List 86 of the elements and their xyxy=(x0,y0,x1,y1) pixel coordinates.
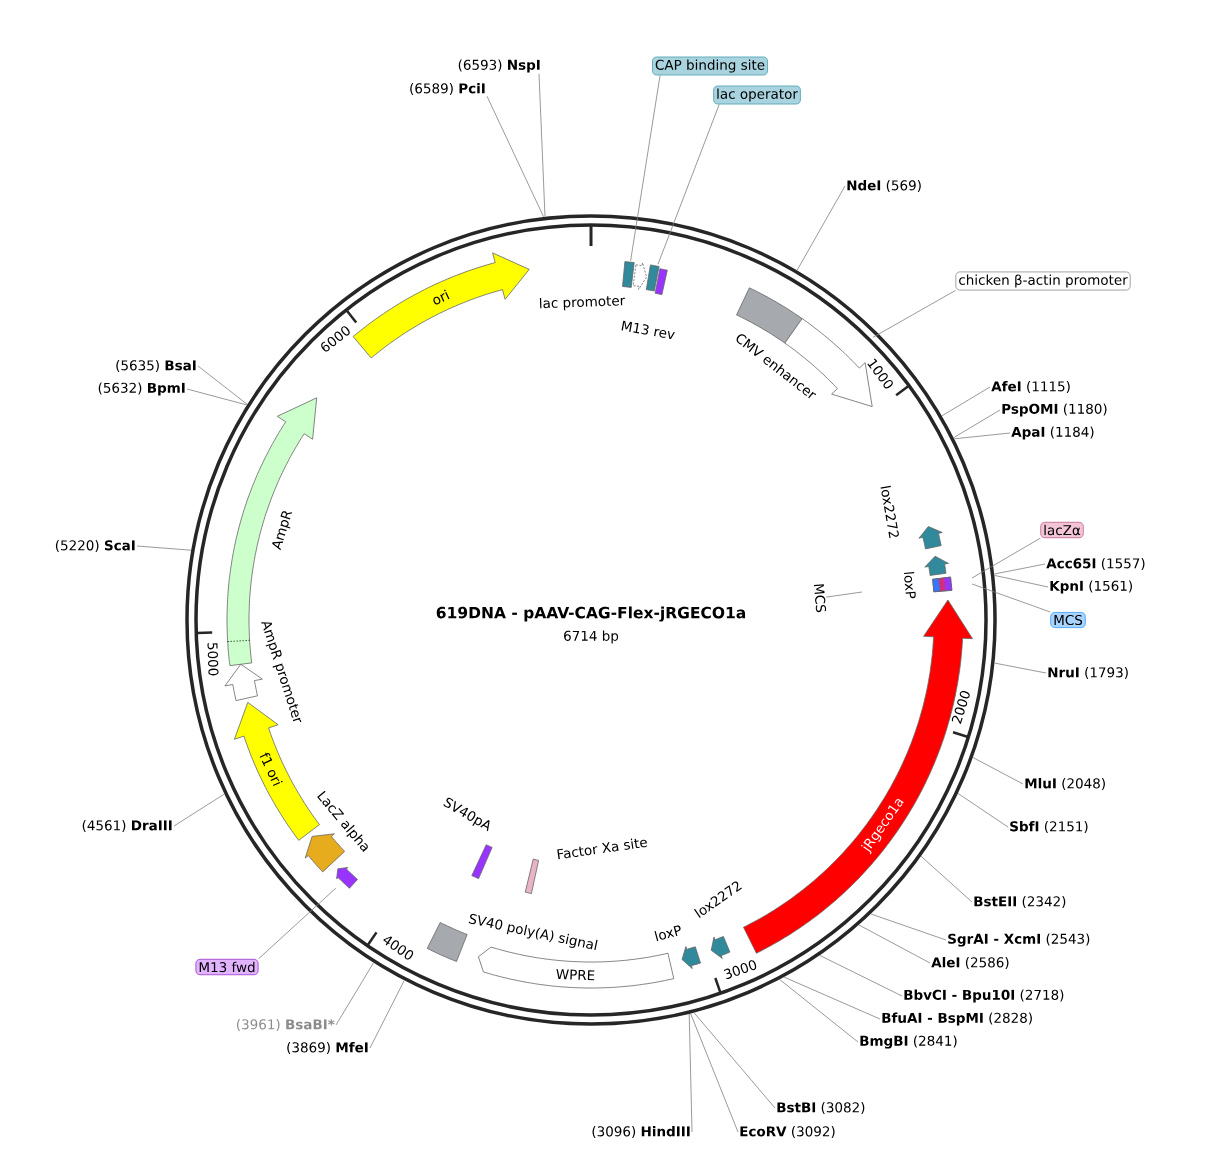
site-label: MluI (2048) xyxy=(1025,778,1105,791)
feature-label: lox2272 xyxy=(880,485,899,539)
feature-label: AmpR xyxy=(272,511,293,551)
site-label: EcoRV (3092) xyxy=(740,1126,835,1139)
leader-line xyxy=(994,575,1049,588)
leader-line xyxy=(486,95,544,218)
feature-label: Factor Xa site xyxy=(557,838,648,860)
leader-line xyxy=(186,388,248,406)
tick-label: 3000 xyxy=(723,960,757,980)
feature-tag: chicken β-actin promoter xyxy=(955,271,1131,291)
site-label: KpnI (1561) xyxy=(1050,580,1132,594)
feature-segment xyxy=(336,867,358,889)
leader-line xyxy=(136,545,192,551)
leader-line xyxy=(858,924,931,964)
site-label: (6593) NspI xyxy=(458,59,540,73)
leader-line xyxy=(779,979,859,1043)
leader-line xyxy=(920,855,973,903)
leader-line xyxy=(957,793,1009,828)
leader-line xyxy=(783,976,881,1020)
leader-line xyxy=(819,955,903,997)
feature-label: loxP xyxy=(903,572,916,599)
site-label: Acc65I (1557) xyxy=(1046,558,1145,571)
leader-line xyxy=(630,75,661,262)
feature-tag: lac operator xyxy=(713,85,801,105)
title: 619DNA - pAAV-CAG-Flex-jRGECO1a xyxy=(436,606,746,622)
leader-line xyxy=(953,409,1001,438)
feature-label: f1 ori xyxy=(259,752,283,787)
feature-segment xyxy=(710,936,731,959)
leader-line xyxy=(994,563,1046,575)
feature-tag: M13 fwd xyxy=(195,958,259,976)
leader-line xyxy=(941,386,991,417)
site-label: (6589) PciI xyxy=(410,83,485,96)
leader-line xyxy=(538,73,546,217)
site-label: (3096) HindIII xyxy=(592,1126,690,1139)
site-label: (3869) MfeI xyxy=(287,1042,368,1055)
site-label: BbvCI - Bpu10I (2718) xyxy=(904,989,1064,1003)
feature-tag: CAP binding site xyxy=(652,56,768,76)
site-label: (5632) BpmI xyxy=(98,382,185,396)
leader-line xyxy=(693,1012,776,1109)
feature-label: ori xyxy=(433,289,450,305)
site-label: AleI (2586) xyxy=(931,957,1009,970)
leader-line xyxy=(994,662,1047,674)
site-label: (3961) BsaBI* xyxy=(237,1019,335,1032)
tick-label: 2000 xyxy=(951,691,970,724)
leader-line xyxy=(796,185,846,271)
site-label: (4561) DraIII xyxy=(82,820,172,833)
site-label: NdeI (569) xyxy=(847,180,921,193)
leader-line xyxy=(972,757,1024,785)
site-label: PspOMI (1180) xyxy=(1002,403,1107,417)
site-label: BfuAI - BspMI (2828) xyxy=(882,1012,1032,1026)
feature-label: WPRE xyxy=(556,969,595,981)
leader-line xyxy=(971,537,1041,579)
feature-label: MCS xyxy=(813,584,827,613)
leader-line xyxy=(953,432,1011,440)
leader-line xyxy=(825,591,863,598)
leader-line xyxy=(688,1013,693,1133)
leader-line xyxy=(657,104,720,265)
feature-box xyxy=(932,576,953,593)
feature-box xyxy=(622,261,635,288)
feature-label: loxP xyxy=(654,925,681,942)
site-label: SgrAI - XcmI (2543) xyxy=(948,933,1090,947)
feature-tag: MCS xyxy=(1050,612,1086,628)
leader-line xyxy=(690,1013,739,1133)
leader-line xyxy=(870,913,947,941)
site-label: (5635) BsaI xyxy=(116,360,196,373)
feature-label: M13 rev xyxy=(621,320,675,340)
leader-line xyxy=(335,962,374,1026)
site-label: (5220) ScaI xyxy=(55,540,135,553)
site-label: NruI (1793) xyxy=(1048,667,1128,680)
bp-count: 6714 bp xyxy=(564,630,619,644)
feature-label: lac promoter xyxy=(539,296,626,311)
site-label: BmgBI (2841) xyxy=(860,1035,957,1049)
leader-line xyxy=(258,887,337,960)
feature-box xyxy=(645,264,660,292)
leader-line xyxy=(197,365,248,405)
leader-line xyxy=(173,793,225,827)
leader-line xyxy=(971,583,1051,613)
site-label: BstEII (2342) xyxy=(974,896,1066,909)
site-label: BstBI (3082) xyxy=(777,1102,865,1115)
site-label: SbfI (2151) xyxy=(1010,821,1088,834)
feature-label: SV40 poly(A) signal xyxy=(468,913,598,951)
feature-tag: lacZα xyxy=(1040,521,1084,539)
site-label: AfeI (1115) xyxy=(991,381,1070,394)
site-label: ApaI (1184) xyxy=(1011,426,1094,440)
tick-label: 5000 xyxy=(207,643,219,676)
leader-line xyxy=(369,980,405,1049)
